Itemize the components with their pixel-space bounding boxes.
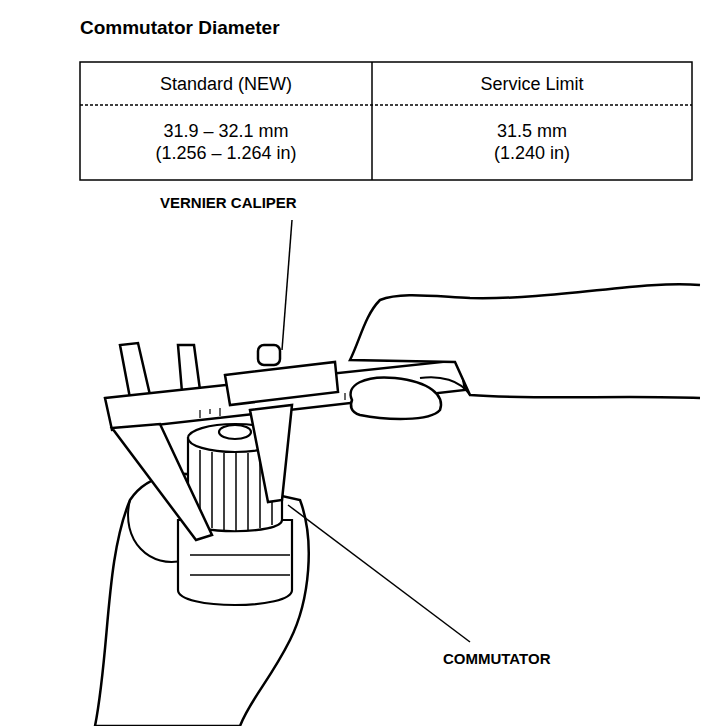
thumb (351, 377, 441, 418)
table-border (80, 62, 692, 180)
finger-line (420, 377, 470, 395)
leader-line (288, 505, 470, 642)
thumb-screw (258, 345, 280, 365)
part-label: VERNIER CALIPER (160, 194, 297, 213)
slider (225, 362, 338, 405)
table-header: Standard (NEW) (160, 73, 292, 96)
fixed-jaw (112, 424, 212, 540)
table-column-line (371, 62, 373, 180)
table-row-line (80, 104, 692, 106)
inside-jaw (178, 345, 200, 392)
shaft (219, 425, 251, 439)
vernier-caliper (105, 343, 465, 540)
table-cell: 31.5 mm (1.240 in) (477, 120, 587, 165)
leader-line (282, 220, 292, 350)
table-header: Service Limit (480, 73, 583, 96)
table-cell: 31.9 – 32.1 mm (1.256 – 1.264 in) (139, 120, 314, 165)
spec-table (80, 62, 692, 180)
sliding-jaw (250, 405, 292, 502)
inside-jaw (120, 343, 150, 398)
part-label: COMMUTATOR (443, 650, 550, 669)
title: Commutator Diameter (80, 16, 280, 40)
